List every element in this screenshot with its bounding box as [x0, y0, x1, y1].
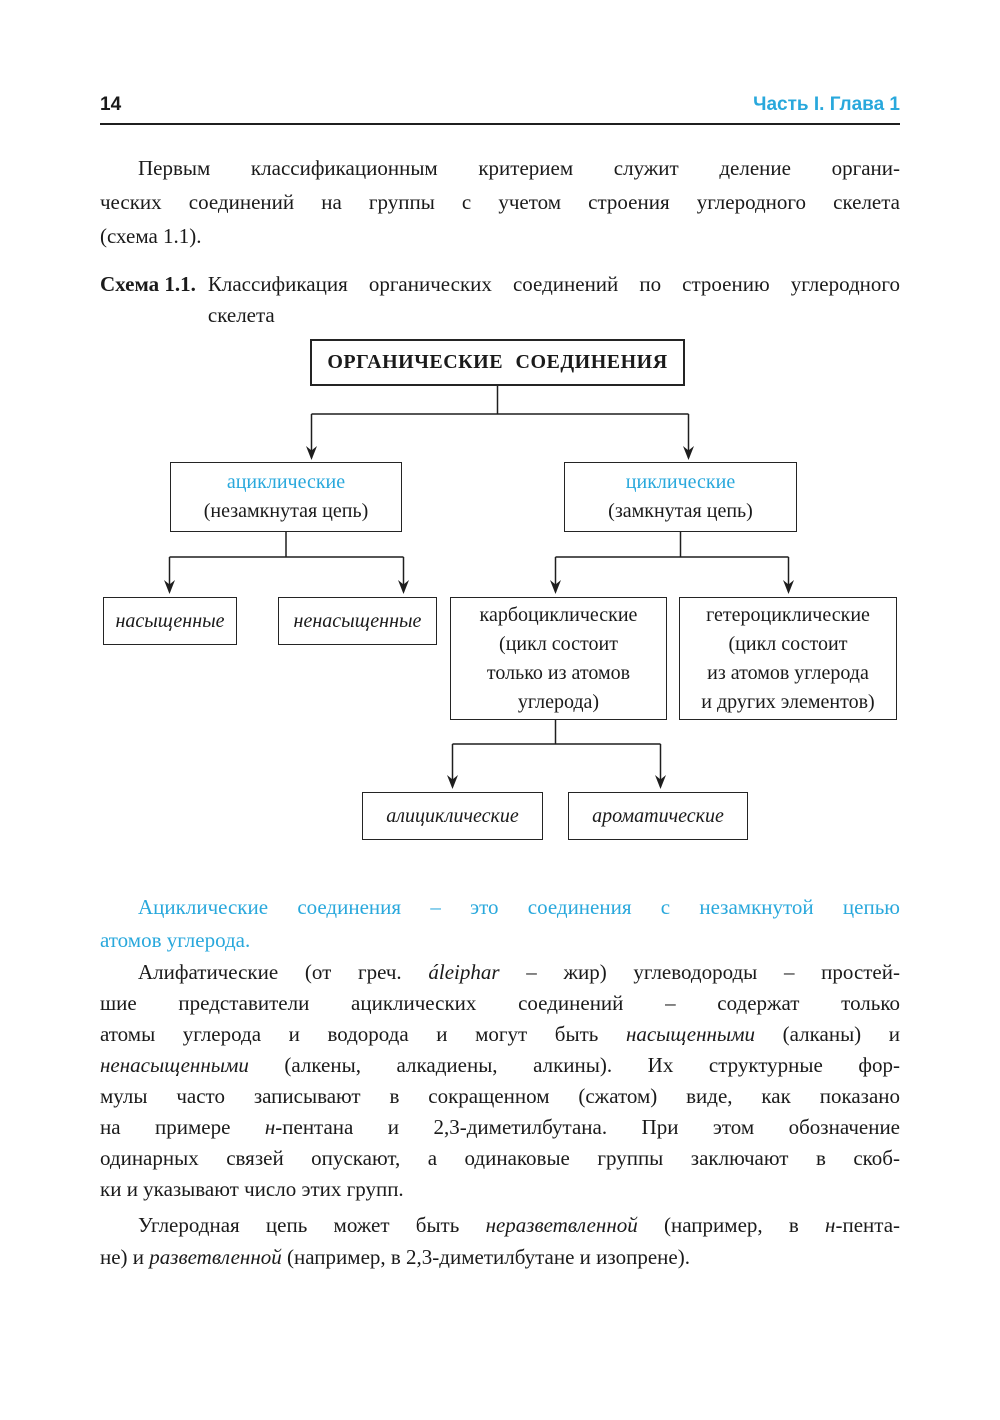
diagram-box-carbocyclic-subtitle: (цикл состоит только из атомов углерода): [486, 632, 631, 713]
diagram-box-carbocyclic: карбоциклические (цикл состоит только из…: [450, 597, 667, 720]
chapter-title: Часть I. Глава 1: [753, 94, 900, 115]
diagram-box-saturated-label: насыщенные: [115, 609, 225, 632]
book-page: 14 Часть I. Глава 1 Первым классификацио…: [100, 94, 901, 1269]
diagram-box-acyclic-subtitle: (незамкнутая цепь): [203, 500, 369, 522]
diagram-box-aromatic: ароматические: [568, 792, 748, 840]
diagram-box-acyclic: ациклические (незамкнутая цепь): [170, 462, 402, 532]
diagram-box-aromatic-label: ароматические: [592, 804, 724, 827]
page-number: 14: [100, 94, 122, 115]
schema-caption-text: Классификация органических соединений по…: [207, 272, 900, 327]
diagram-box-heterocyclic-subtitle: (цикл состоит из атомов углерода и други…: [701, 632, 875, 713]
diagram-box-cyclic-title: циклические: [625, 471, 736, 493]
diagram-box-acyclic-title: ациклические: [226, 471, 346, 493]
diagram-connectors: [164, 386, 794, 789]
diagram-box-heterocyclic-title: гетероциклические: [706, 603, 870, 626]
classification-diagram: ОРГАНИЧЕСКИЕ СОЕДИНЕНИЯ ациклические (не…: [100, 337, 900, 849]
diagram-box-cyclic: циклические (замкнутая цепь): [564, 462, 797, 532]
intro-paragraph: Первым классификационным критерием служи…: [100, 156, 900, 248]
diagram-box-unsaturated-label: ненасыщенные: [293, 609, 422, 632]
schema-caption: Схема 1.1. Классификация органических со…: [100, 269, 900, 331]
diagram-box-alicyclic: алициклические: [362, 792, 543, 840]
diagram-box-organic-compounds: ОРГАНИЧЕСКИЕ СОЕДИНЕНИЯ: [310, 339, 685, 386]
diagram-box-heterocyclic: гетероциклические (цикл состоит из атомо…: [679, 597, 897, 720]
diagram-box-cyclic-subtitle: (замкнутая цепь): [608, 500, 753, 522]
schema-caption-label: Схема 1.1.: [100, 272, 196, 296]
lead-definition-paragraph: Ациклические соединения – это соединения…: [100, 895, 900, 952]
diagram-box-saturated: насыщенные: [103, 597, 237, 645]
diagram-box-alicyclic-label: алициклические: [386, 804, 519, 827]
body-paragraph-aliphatic: Алифатические (от греч. áleiphar – жир) …: [100, 960, 901, 1201]
body-paragraph-carbon-chain: Углеродная цепь может быть неразветвленн…: [100, 1213, 901, 1269]
diagram-box-carbocyclic-title: карбоциклические: [479, 603, 638, 626]
diagram-box-organic-compounds-label: ОРГАНИЧЕСКИЕ СОЕДИНЕНИЯ: [327, 351, 668, 373]
page-header: 14 Часть I. Глава 1: [100, 94, 900, 125]
diagram-box-unsaturated: ненасыщенные: [278, 597, 437, 645]
